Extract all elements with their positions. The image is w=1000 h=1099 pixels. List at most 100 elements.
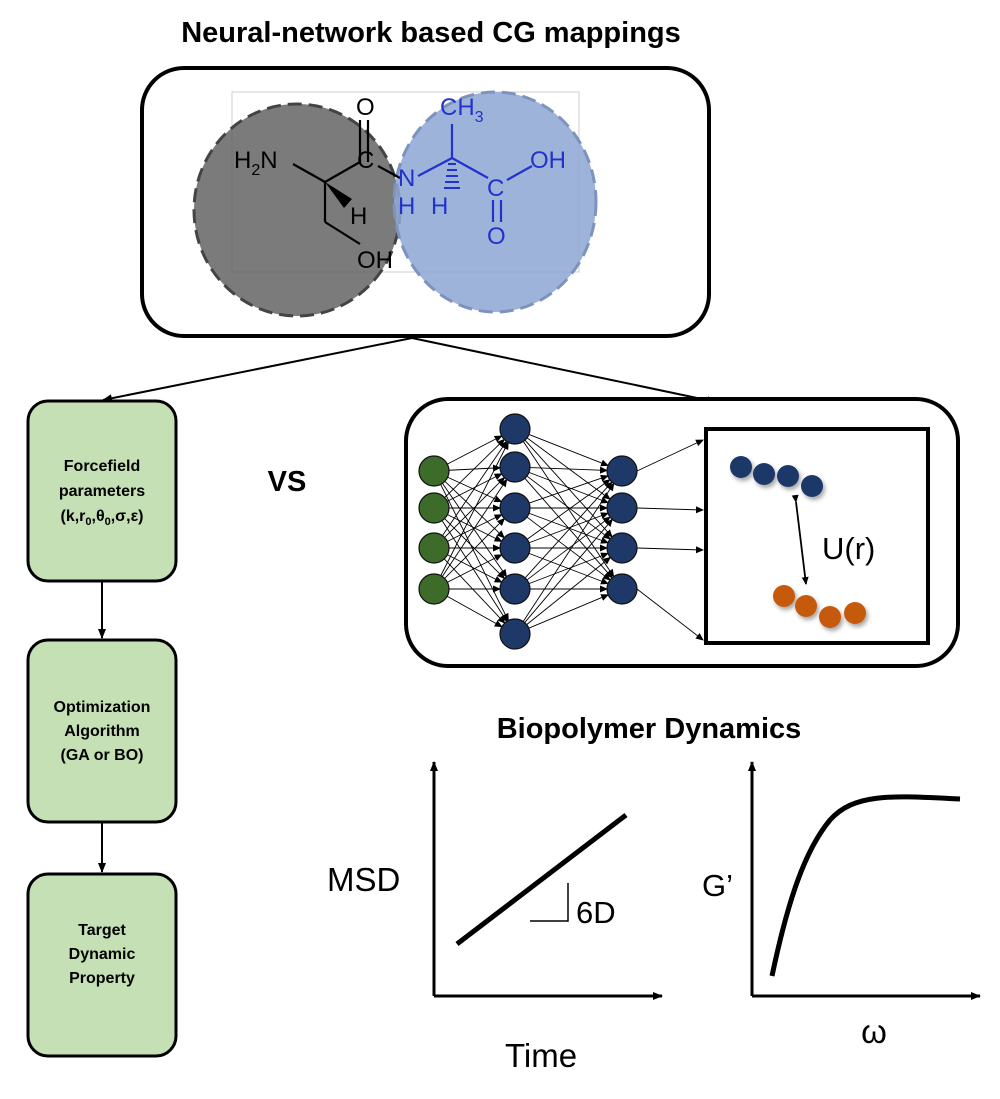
nn-edge (526, 475, 611, 540)
forcefield-params: (k,r0,θ0,σ,ε) (60, 508, 143, 528)
nn-edge (636, 546, 704, 554)
msd-xlabel: Time (505, 1037, 577, 1074)
nn-edge (443, 558, 506, 624)
atom-h-hash: H (431, 193, 448, 220)
atom-h-wedge: H (350, 203, 367, 230)
vs-label: VS (268, 466, 307, 498)
nn-edge (528, 434, 609, 467)
atom-ch3: CH3 (440, 94, 484, 126)
cg-chain-orange (773, 585, 866, 628)
g-xlabel: ω (861, 1013, 887, 1050)
g-curve (769, 794, 961, 977)
svg-text:Forcefield: Forcefield (64, 458, 140, 475)
nn-edge (441, 478, 508, 577)
nn-edge (636, 439, 704, 472)
nn-edge (441, 520, 508, 623)
nn-edge (526, 556, 612, 625)
forcefield-box (26, 399, 178, 583)
nn-edge (528, 594, 610, 629)
molecule-serine-part: H2N O C H OH (234, 94, 401, 274)
optimization-line-2: Algorithm (64, 723, 140, 740)
nn-node-hidden1-2 (499, 451, 531, 483)
atom-c-acid: C (487, 175, 504, 202)
nn-edge (636, 588, 704, 641)
nn-connections (440, 434, 704, 641)
wedge-bond (325, 182, 352, 208)
optimization-line-1: Optimization (54, 699, 151, 716)
nn-node-hidden1-3 (499, 492, 531, 524)
atom-h-amide: H (398, 193, 415, 220)
nn-node-hidden2-2 (606, 492, 638, 524)
atom-n-amide: N (398, 165, 415, 192)
atom-c-carbonyl: C (357, 147, 374, 174)
forcefield-line-1: Forcefield (64, 458, 140, 475)
svg-text:parameters: parameters (59, 483, 145, 500)
optimization-line-3: (GA or BO) (61, 747, 144, 764)
cg-bead-blue (392, 90, 598, 314)
nn-node-input-2 (418, 492, 450, 524)
nn-edge (526, 479, 611, 540)
nn-edge (447, 435, 503, 465)
target-line-1: Target (78, 922, 126, 939)
nn-edge (442, 483, 508, 578)
msd-slope-label: 6D (576, 895, 616, 930)
nn-node-hidden2-3 (606, 532, 638, 564)
hash-bond (444, 163, 460, 189)
msd-ylabel: MSD (327, 861, 400, 898)
nn-edge (528, 552, 609, 585)
msd-line (455, 813, 628, 946)
nn-edge (524, 481, 613, 579)
optimization-box (26, 638, 178, 824)
nn-node-input-3 (418, 532, 450, 564)
atom-oh-acid: OH (530, 147, 566, 174)
nn-node-input-4 (418, 573, 450, 605)
atom-oh-serine: OH (357, 247, 393, 274)
slope-triangle (530, 883, 569, 922)
nn-node-hidden1-6 (499, 618, 531, 650)
target-line-2: Dynamic (69, 946, 136, 963)
nn-edge (444, 517, 506, 579)
nn-edge (526, 516, 611, 581)
g-ylabel: G’ (702, 868, 733, 903)
atom-o-carbonyl: O (356, 94, 375, 121)
nn-edge (440, 484, 509, 622)
forcefield-line-2: parameters (59, 483, 145, 500)
interaction-arrow (791, 494, 809, 585)
modulus-plot: G’ ω (702, 761, 981, 1050)
nn-edge (524, 439, 613, 538)
nn-edge (522, 482, 615, 622)
nn-edge (636, 506, 704, 514)
msd-plot: 6D MSD Time (327, 761, 663, 1074)
dynamics-title: Biopolymer Dynamics (497, 713, 802, 745)
page-title: Neural-network based CG mappings (181, 17, 681, 49)
nn-edge (447, 554, 503, 583)
nn-edge (447, 476, 503, 503)
nn-edge (442, 440, 508, 536)
cg-chain-blue (730, 456, 823, 497)
atom-h2n: H2N (234, 147, 278, 179)
nn-edge (529, 466, 609, 474)
nn-nodes (418, 413, 638, 650)
nn-node-hidden2-1 (606, 455, 638, 487)
nn-node-input-1 (418, 455, 450, 487)
nn-edge (444, 438, 505, 498)
nn-edge (528, 512, 609, 544)
nn-node-hidden1-1 (499, 413, 531, 445)
nn-edge (529, 474, 609, 504)
nn-edge (524, 518, 613, 623)
nn-node-hidden1-5 (499, 573, 531, 605)
nn-edge (526, 437, 611, 500)
nn-edge (446, 595, 503, 628)
nn-node-hidden2-4 (606, 573, 638, 605)
atom-o-acid: O (487, 223, 506, 250)
arrow-to-neural-network (411, 337, 717, 405)
potential-label: U(r) (822, 531, 875, 566)
nn-edge (444, 476, 506, 538)
target-box (26, 872, 178, 1058)
nn-edge (440, 441, 509, 576)
nn-edge (528, 471, 609, 504)
arrow-to-forcefield (102, 337, 413, 403)
molecule-alanine-part: N H CH3 H C OH O (398, 94, 566, 250)
nn-edge (447, 473, 503, 502)
